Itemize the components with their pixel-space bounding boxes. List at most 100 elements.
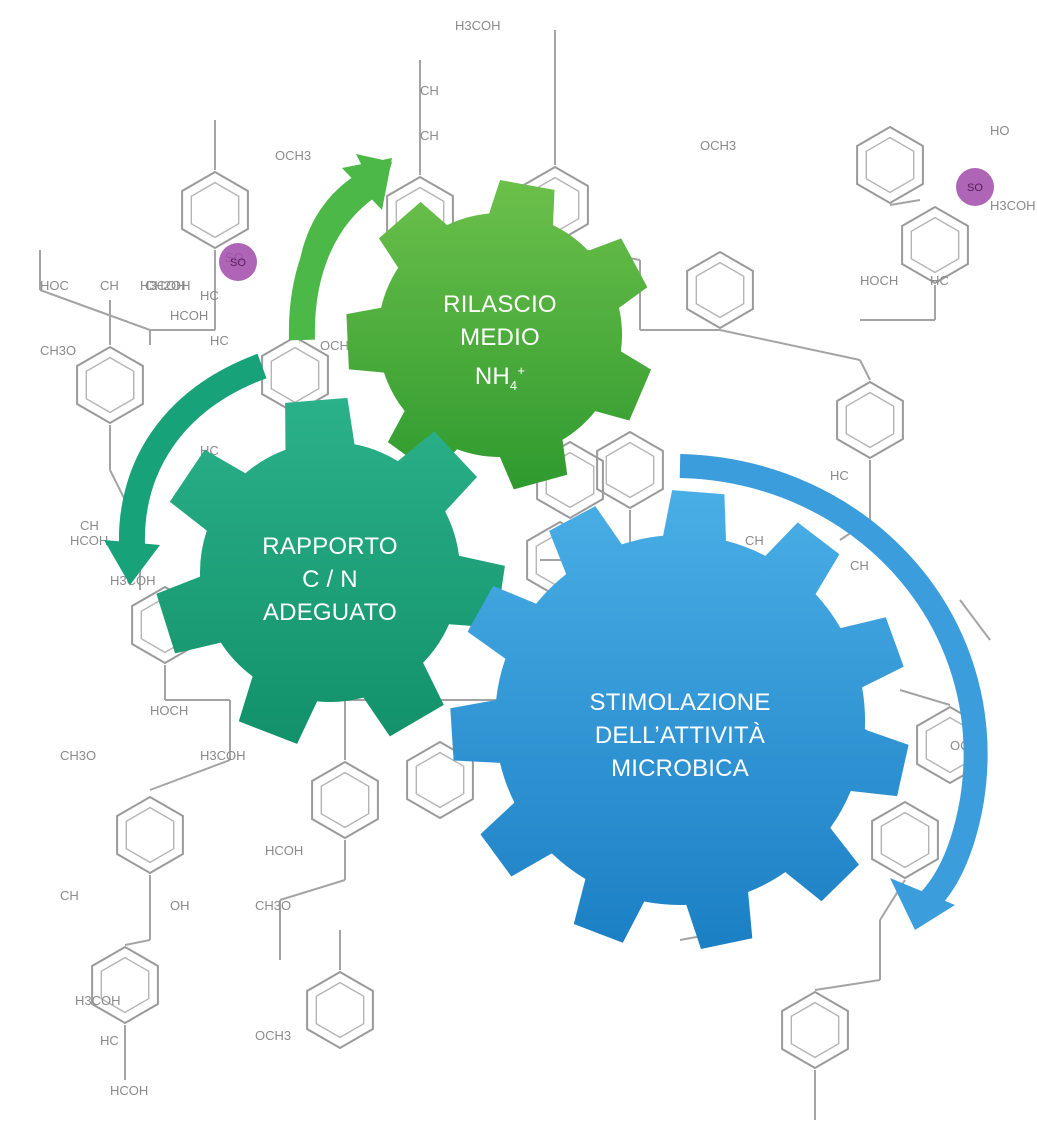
aromatic-ring-inner: [880, 811, 930, 869]
aromatic-ring: [306, 970, 374, 1050]
gear-rapporto: [156, 397, 505, 744]
aromatic-ring-inner: [100, 956, 150, 1014]
structure-label: HCOH: [170, 308, 208, 323]
aromatic-ring: [856, 125, 924, 205]
aromatic-ring: [76, 345, 144, 425]
structure-label: CH: [420, 128, 439, 143]
gear-label-rilascio: RILASCIO MEDIO NH4+: [430, 288, 570, 402]
aromatic-ring-inner: [320, 771, 370, 829]
bond-line: [279, 879, 346, 901]
structure-label: HC: [200, 288, 219, 303]
arrow-green-body: [288, 174, 378, 341]
bond-line: [899, 689, 951, 706]
structure-label: HC: [100, 1033, 119, 1048]
structure-label: CH: [850, 558, 869, 573]
aromatic-ring: [596, 430, 664, 510]
structure-label: H3COH: [455, 18, 501, 33]
sulfonate-badge: [956, 168, 994, 206]
structure-label: H3COH: [990, 198, 1036, 213]
structure-label: HO: [990, 123, 1010, 138]
aromatic-ring-inner: [125, 806, 175, 864]
stimolazione-line2: DELL’ATTIVITÀ: [594, 722, 766, 749]
aromatic-ring: [901, 205, 969, 285]
structure-label: CH3O: [255, 898, 291, 913]
structure-label: OCH3: [255, 1028, 291, 1043]
structure-label: CH3O: [40, 343, 76, 358]
sulfonate-label: SO: [967, 182, 983, 194]
structure-label: HCOH: [265, 843, 303, 858]
aromatic-ring: [871, 800, 939, 880]
structure-label: HCOH: [110, 1083, 148, 1098]
bond-line: [959, 599, 991, 641]
formula-base: NH: [474, 363, 510, 390]
arrow-teal-head: [104, 540, 160, 585]
aromatic-ring-inner: [910, 216, 960, 274]
structure-label: CH: [745, 533, 764, 548]
arrow-green-head: [342, 158, 392, 210]
bond-line: [124, 939, 151, 946]
aromatic-ring-inner: [605, 441, 655, 499]
aromatic-ring: [781, 990, 849, 1070]
structure-label: OCH3: [320, 338, 356, 353]
gears: [156, 180, 909, 949]
structure-label: HC: [210, 333, 229, 348]
aromatic-ring: [181, 170, 249, 250]
gear-rilascio: [346, 180, 652, 490]
aromatic-ring-inner: [865, 136, 915, 194]
structure-label: HOCH: [150, 703, 188, 718]
rapporto-line3: ADEGUATO: [262, 599, 398, 626]
formula-sub: 4: [509, 377, 518, 393]
formula-sup: +: [517, 363, 526, 378]
aromatic-ring: [91, 945, 159, 1025]
aromatic-ring: [836, 380, 904, 460]
arrow-teal-body: [118, 353, 267, 546]
cycle-arrows: [104, 154, 988, 930]
bond-line: [859, 359, 871, 381]
bond-line: [889, 199, 921, 206]
structure-label: HOCH: [860, 273, 898, 288]
structure-label: CH: [80, 518, 99, 533]
structure-label: H3COH: [75, 993, 121, 1008]
aromatic-ring-inner: [790, 1001, 840, 1059]
structure-label: OCH3: [275, 148, 311, 163]
aromatic-ring-inner: [190, 181, 240, 239]
sulfonate-label: SO: [230, 257, 246, 269]
bond-line: [149, 759, 231, 791]
rilascio-line2: MEDIO: [460, 324, 540, 351]
gear-label-stimolazione: STIMOLAZIONE DELL’ATTIVITÀ MICROBICA: [580, 686, 780, 785]
rapporto-line2: C / N: [302, 566, 358, 593]
structure-label: OCH3: [700, 138, 736, 153]
structure-label: HC: [930, 273, 949, 288]
bond-line: [814, 979, 881, 991]
aromatic-ring: [116, 795, 184, 875]
structure-label: HCOH: [70, 533, 108, 548]
structure-label: H3COH: [200, 748, 246, 763]
sulfonate-badge: [219, 243, 257, 281]
structure-label: HC: [830, 468, 849, 483]
structure-label: HOC: [40, 278, 69, 293]
structure-label: CH: [60, 888, 79, 903]
aromatic-ring-inner: [415, 751, 465, 809]
arrow-blue-head: [890, 878, 955, 930]
aromatic-ring-inner: [315, 981, 365, 1039]
aromatic-ring-inner: [695, 261, 745, 319]
aromatic-ring: [311, 760, 379, 840]
structure-label: CH3O: [60, 748, 96, 763]
arrow-blue-body: [679, 454, 988, 914]
stimolazione-line3: MICROBICA: [611, 755, 749, 782]
structure-label: H3COH: [140, 278, 186, 293]
gear-label-rapporto: RAPPORTO C / N ADEGUATO: [250, 530, 410, 629]
bond-line: [39, 289, 151, 331]
structure-label: CH: [420, 83, 439, 98]
structure-label: CH2OH: [145, 278, 191, 293]
aromatic-ring-inner: [85, 356, 135, 414]
rilascio-formula: NH4+: [430, 354, 570, 402]
rapporto-line1: RAPPORTO: [262, 533, 398, 560]
aromatic-ring-inner: [845, 391, 895, 449]
structure-label: OH: [170, 898, 190, 913]
structure-label: CH: [100, 278, 119, 293]
stimolazione-line1: STIMOLAZIONE: [589, 689, 771, 716]
aromatic-ring: [686, 250, 754, 330]
